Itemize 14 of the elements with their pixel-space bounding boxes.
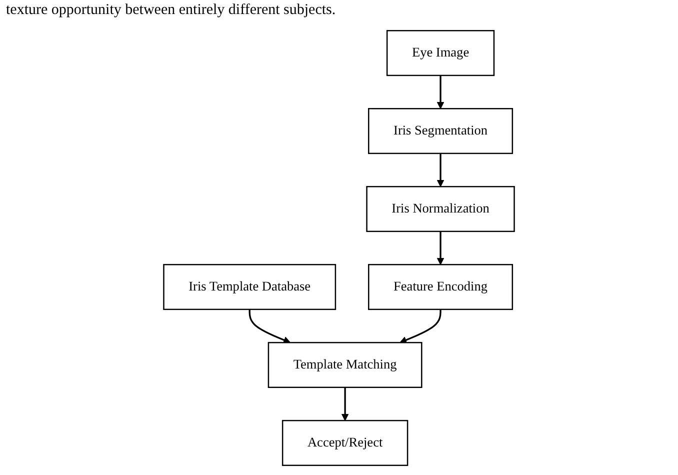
node-box: Accept/Reject: [282, 420, 408, 466]
arrow: [341, 387, 349, 421]
node-box: Iris Segmentation: [368, 108, 514, 154]
arrow: [436, 231, 444, 265]
node-box: Feature Encoding: [368, 264, 514, 310]
node-box: Iris Normalization: [366, 186, 515, 232]
arrow: [248, 309, 291, 344]
arrow: [436, 75, 444, 109]
node-box: Eye Image: [386, 30, 495, 76]
arrow: [400, 309, 442, 344]
node-box: Template Matching: [268, 342, 422, 388]
note-text: texture opportunity between entirely different subjects.: [6, 2, 336, 18]
node-box: Iris Template Database: [163, 264, 336, 310]
arrow: [436, 153, 444, 187]
